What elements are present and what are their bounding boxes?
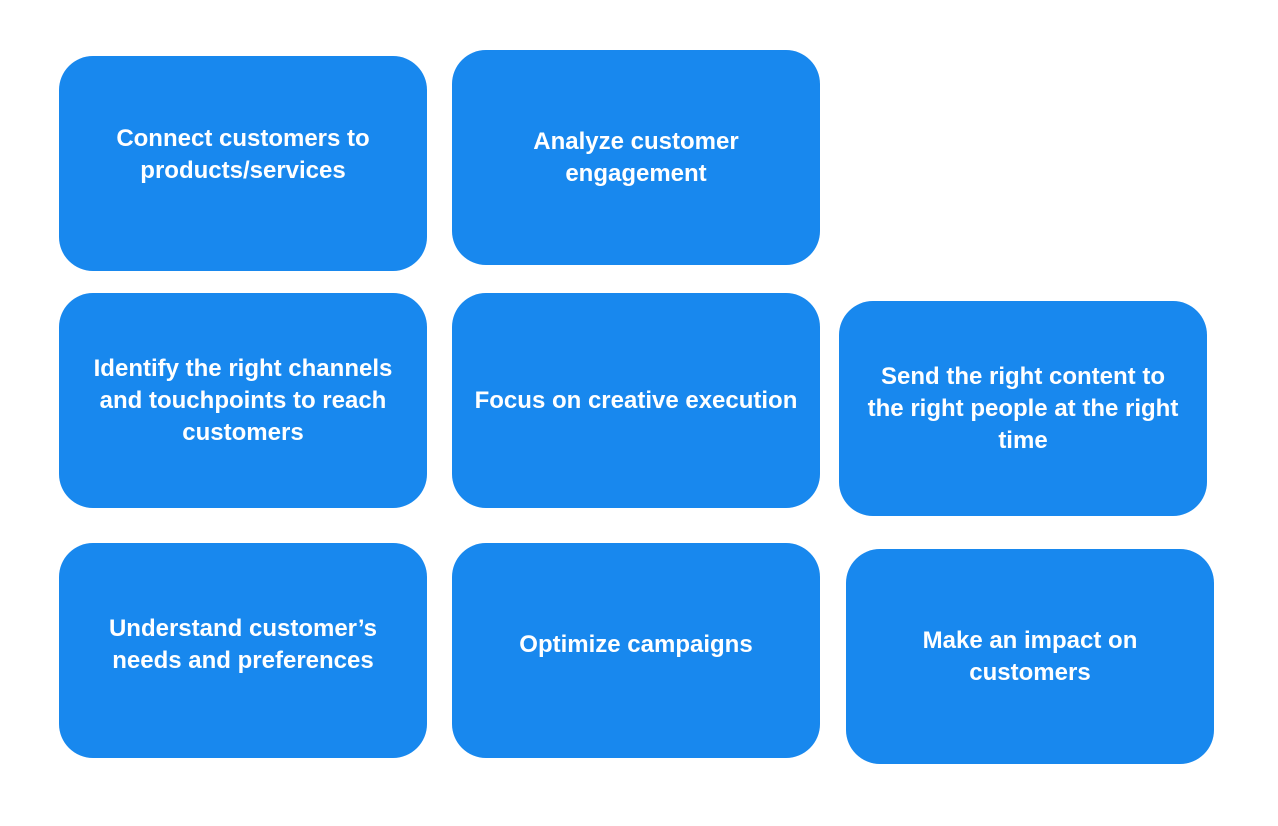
card-analyze-engagement: Analyze customer engagement <box>452 50 820 265</box>
card-send-right-content: Send the right content to the right peop… <box>839 301 1207 516</box>
card-identify-channels: Identify the right channels and touchpoi… <box>59 293 427 508</box>
card-creative-execution: Focus on creative execution <box>452 293 820 508</box>
card-label: Connect customers to products/services <box>116 124 370 184</box>
card-label: Identify the right channels and touchpoi… <box>93 354 393 446</box>
card-label: Analyze customer engagement <box>533 127 739 187</box>
card-label: Understand customer’s needs and preferen… <box>108 614 378 674</box>
card-optimize-campaigns: Optimize campaigns <box>452 543 820 758</box>
card-understand-needs: Understand customer’s needs and preferen… <box>59 543 427 758</box>
card-connect-customers: Connect customers to products/services <box>59 56 427 271</box>
card-label: Focus on creative execution <box>474 386 798 414</box>
card-make-impact: Make an impact on customers <box>846 549 1214 764</box>
card-label: Send the right content to the right peop… <box>867 362 1179 454</box>
card-label: Optimize campaigns <box>519 630 753 658</box>
card-label: Make an impact on customers <box>922 626 1138 686</box>
